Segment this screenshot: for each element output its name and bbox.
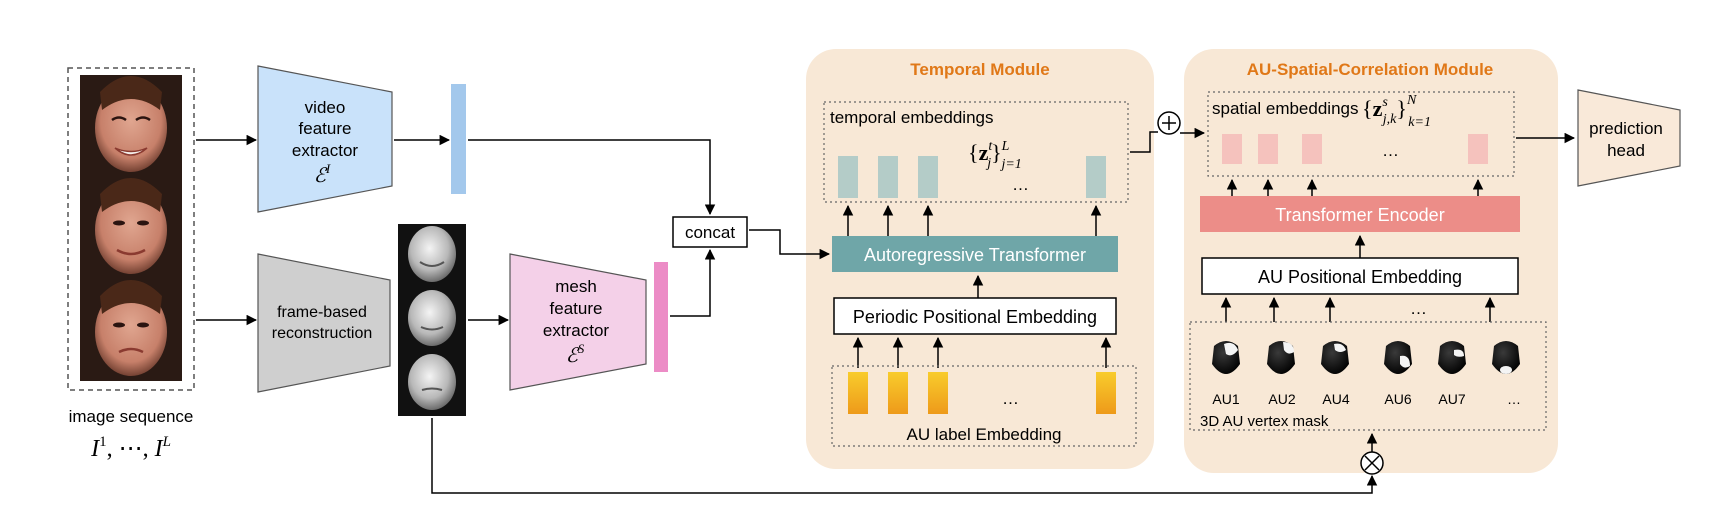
video-feature-extractor: video feature extractor ℰI xyxy=(257,65,393,213)
video-extractor-symbol: ℰI xyxy=(314,161,331,187)
au-positional-embedding-label: AU Positional Embedding xyxy=(1258,267,1462,287)
au-name-more: … xyxy=(1507,391,1521,407)
prediction-head-line2: head xyxy=(1607,141,1645,160)
au-mask-au6 xyxy=(1384,341,1412,374)
autoregressive-transformer xyxy=(832,236,1118,272)
image-sequence-notation: I1, ⋯, IL xyxy=(90,434,171,462)
face-mesh-icon xyxy=(408,290,456,346)
image-sequence: image sequence I1, ⋯, IL xyxy=(67,67,195,462)
face-mesh-icon xyxy=(408,226,456,282)
spatial-token xyxy=(1468,134,1488,164)
face-photo-2 xyxy=(80,177,182,279)
mesh-extractor-line3: extractor xyxy=(543,321,609,340)
prediction-head-line1: prediction xyxy=(1589,119,1663,138)
au-mask-icon xyxy=(1438,341,1466,374)
au-name-7: AU7 xyxy=(1438,391,1465,407)
face-photo-icon xyxy=(95,84,167,172)
temporal-token xyxy=(838,156,858,198)
temporal-module-title: Temporal Module xyxy=(910,60,1049,79)
mesh-sequence xyxy=(398,224,466,416)
reconstruction-line1: frame-based xyxy=(277,304,367,321)
au-label-token xyxy=(888,372,908,414)
spatial-module-title: AU-Spatial-Correlation Module xyxy=(1247,60,1494,79)
au-label-token xyxy=(928,372,948,414)
temporal-token xyxy=(918,156,938,198)
frame-based-reconstruction: frame-based reconstruction xyxy=(257,253,391,393)
temporal-token xyxy=(1086,156,1106,198)
au-mask-au4 xyxy=(1321,341,1349,374)
au-mask-au1 xyxy=(1212,341,1240,374)
image-sequence-caption: image sequence xyxy=(69,407,194,426)
au-label-embedding-label: AU label Embedding xyxy=(907,425,1062,444)
au-name-6: AU6 xyxy=(1384,391,1411,407)
spatial-token xyxy=(1302,134,1322,164)
concat-label: concat xyxy=(685,223,735,242)
spatial-embeddings-label: spatial embeddings xyxy=(1212,99,1358,118)
face-mesh-icon xyxy=(408,354,456,410)
video-extractor-line3: extractor xyxy=(292,141,358,160)
au-label-embedding-box xyxy=(831,365,1137,447)
face-photo-icon xyxy=(95,186,167,274)
au-label-dots: … xyxy=(1002,389,1019,408)
image-sequence-frame xyxy=(67,67,195,391)
au-label-token xyxy=(1096,372,1116,414)
temporal-embeddings-dots: … xyxy=(1012,175,1029,194)
spatial-token xyxy=(1222,134,1242,164)
au-vertex-mask-label: 3D AU vertex mask xyxy=(1200,413,1329,430)
temporal-embeddings-box xyxy=(823,101,1129,203)
temporal-embeddings-label: temporal embeddings xyxy=(830,108,993,127)
au-label-token xyxy=(848,372,868,414)
video-extractor-line1: video xyxy=(305,98,346,117)
periodic-positional-embedding-label: Periodic Positional Embedding xyxy=(853,307,1097,327)
au-positional-embedding xyxy=(1201,257,1519,295)
video-feature-bar xyxy=(451,84,466,194)
au-spatial-correlation-module: AU-Spatial-Correlation Module spatial em… xyxy=(1184,49,1558,473)
au-name-1: AU1 xyxy=(1212,391,1239,407)
au-mask-au2 xyxy=(1267,341,1295,374)
mesh-feature-bar xyxy=(654,262,668,372)
periodic-positional-embedding xyxy=(833,297,1117,335)
au-mask-au7 xyxy=(1438,341,1466,374)
face-photo-1 xyxy=(80,75,182,177)
plus-circle-icon xyxy=(1157,111,1181,135)
mesh-extractor-symbol: ℰS xyxy=(566,341,585,367)
au-mask-more xyxy=(1492,341,1520,374)
mesh-extractor-line2: feature xyxy=(550,299,603,318)
mesh-extractor-line1: mesh xyxy=(555,277,597,296)
transformer-encoder-label: Transformer Encoder xyxy=(1275,205,1444,225)
spatial-token xyxy=(1258,134,1278,164)
times-circle-icon xyxy=(1360,451,1384,475)
face-photo-3 xyxy=(80,279,182,381)
au-name-2: AU2 xyxy=(1268,391,1295,407)
au-positional-dots: … xyxy=(1410,299,1427,318)
au-name-4: AU4 xyxy=(1322,391,1349,407)
concat-box xyxy=(672,216,748,248)
au-mask-icon xyxy=(1384,341,1412,374)
au-mask-icon xyxy=(1492,341,1520,374)
video-extractor-line2: feature xyxy=(299,119,352,138)
connectors xyxy=(196,127,1576,494)
au-vertex-mask-box xyxy=(1189,321,1547,431)
mesh-feature-extractor: mesh feature extractor ℰS xyxy=(509,253,647,391)
spatial-embeddings-dots: … xyxy=(1382,141,1399,160)
face-photo-icon xyxy=(95,288,167,376)
reconstruction-line2: reconstruction xyxy=(272,325,373,342)
autoregressive-transformer-label: Autoregressive Transformer xyxy=(864,245,1086,265)
prediction-head: prediction head xyxy=(1577,89,1681,187)
transformer-encoder xyxy=(1200,196,1520,232)
temporal-token xyxy=(878,156,898,198)
